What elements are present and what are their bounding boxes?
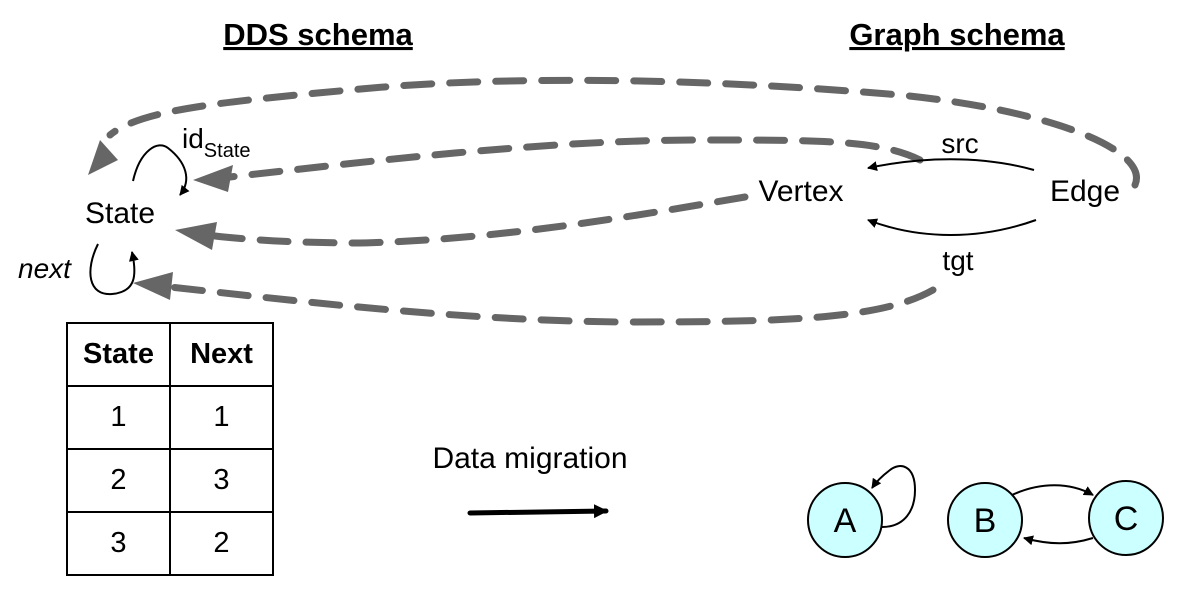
dds-table: State Next 1 1 2 3 3 2 — [66, 322, 274, 576]
morphism-next-label: next — [18, 253, 72, 284]
result-graph: A B C — [807, 465, 1164, 558]
functor-mapping-edge-to-state — [88, 76, 1140, 189]
node-a-label: A — [834, 502, 857, 540]
functor-mapping-src-to-id — [193, 136, 924, 192]
table-cell: 1 — [169, 385, 274, 450]
table-row: 2 3 — [66, 448, 274, 513]
dashed-arrowhead-icon — [88, 140, 118, 175]
dashed-arrowhead-icon — [133, 272, 173, 300]
table-row: 1 1 — [66, 385, 274, 450]
table-row: 3 2 — [66, 511, 274, 576]
morphism-tgt-arrow — [867, 218, 1037, 236]
object-edge: Edge — [1050, 175, 1120, 208]
node-b-label: B — [974, 502, 997, 540]
dashed-arrowhead-icon — [175, 222, 217, 250]
table-cell: 3 — [66, 511, 171, 576]
object-vertex: Vertex — [758, 175, 843, 208]
table-cell: 1 — [66, 385, 171, 450]
morphism-src-label: src — [941, 128, 978, 159]
table-header-row: State Next — [66, 322, 274, 387]
table-header-state: State — [66, 322, 171, 387]
table-cell: 2 — [169, 511, 274, 576]
migration-arrow-icon — [467, 504, 609, 519]
table-cell: 3 — [169, 448, 274, 513]
dashed-arrowhead-icon — [193, 165, 233, 192]
object-state: State — [85, 197, 155, 230]
edge-a-to-a — [871, 465, 917, 528]
edge-b-to-c — [1011, 484, 1094, 496]
functor-mapping-tgt-to-next — [133, 272, 937, 326]
table-header-next: Next — [169, 322, 274, 387]
edge-c-to-b — [1023, 535, 1094, 546]
node-c — [1088, 480, 1164, 556]
morphism-next-loop — [89, 243, 139, 296]
morphism-id-state-loop — [132, 144, 190, 196]
morphism-src-arrow — [867, 158, 1035, 172]
morphism-tgt-label: tgt — [942, 245, 973, 276]
node-c-label: C — [1114, 500, 1139, 538]
functor-mapping-vertex-to-state — [175, 193, 749, 250]
dds-schema-title: DDS schema — [223, 17, 413, 52]
node-b — [947, 482, 1023, 558]
graph-schema-title: Graph schema — [849, 17, 1065, 52]
morphism-id-state-label: idState — [182, 123, 251, 162]
table-cell: 2 — [66, 448, 171, 513]
node-a — [807, 482, 883, 558]
migration-label: Data migration — [432, 442, 627, 475]
